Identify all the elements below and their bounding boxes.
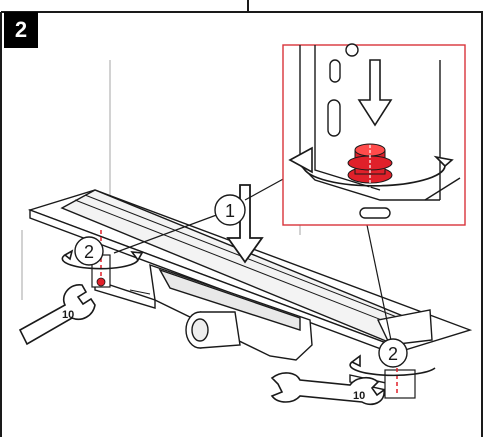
- callout-1: 1: [214, 194, 246, 226]
- callout-2-left-label: 2: [84, 242, 94, 262]
- wrench-icon: [270, 372, 385, 406]
- wrench-size-right: 10: [353, 390, 365, 402]
- callout-2-right-label: 2: [388, 344, 398, 364]
- callout-2-left: 2: [74, 236, 104, 266]
- bolt-icon: [347, 130, 393, 192]
- detail-inset: [282, 43, 466, 226]
- rotate-arrow-icon: [288, 146, 454, 187]
- drain-channel: [27, 189, 473, 393]
- rotate-arrow-icon: [61, 249, 144, 270]
- step-number-badge: 2: [4, 12, 38, 48]
- bolt-icon: [96, 277, 106, 287]
- down-arrow-icon: [357, 59, 393, 127]
- wrench-size-left: 10: [62, 309, 74, 321]
- down-arrow-icon: [226, 184, 264, 264]
- wrench-icon: [18, 284, 96, 346]
- callout-2-right: 2: [378, 338, 408, 368]
- callout-1-label: 1: [225, 201, 235, 221]
- rotate-arrow-icon: [349, 354, 436, 377]
